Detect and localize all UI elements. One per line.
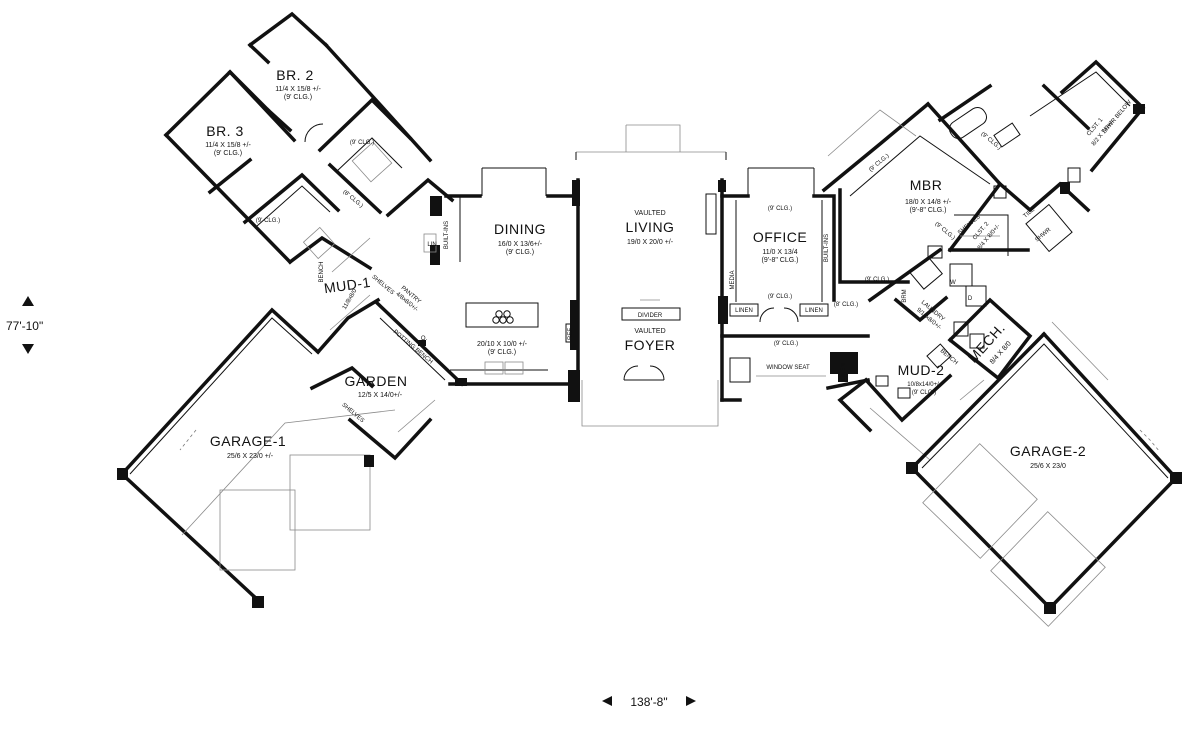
office-top-clg: (9' CLG.) (768, 206, 792, 212)
br3-size: 11/4 X 15/8 +/- (205, 142, 251, 149)
builtins-office: BUILT-INS (824, 234, 830, 262)
service-wing-walls (837, 245, 1033, 461)
garden-mud1-walls (309, 294, 465, 461)
kitchen-size: 20/10 X 10/0 +/- (477, 341, 528, 348)
lin-label: LIN (427, 242, 436, 248)
bench-mud1: BENCH (319, 261, 325, 282)
br3-name: BR. 3 (206, 123, 244, 139)
tile-label: TILE (1023, 207, 1037, 220)
office-size: 11/0 X 13/4 (762, 249, 797, 256)
brm-label: BRM (902, 289, 908, 302)
arrow-right-icon (686, 696, 696, 706)
w-label: W (950, 280, 956, 286)
br2-size: 11/4 X 15/8 +/- (275, 86, 321, 93)
clg-bath-br2: (9' CLG.) (350, 140, 374, 146)
mech-name: MECH. (964, 320, 1008, 366)
dimension-width: 138'-8" (602, 695, 696, 709)
shelves-pantry: SHELVES (370, 274, 395, 296)
linen-office-right: LINEN (805, 308, 823, 314)
dining-kitchen-walls (444, 167, 580, 402)
garden-size: 12/5 X 14/0+/- (358, 392, 403, 399)
garage1-name: GARAGE-1 (210, 433, 286, 449)
foyer-pre: VAULTED (634, 328, 665, 335)
d-label: D (968, 296, 973, 302)
br2-name: BR. 2 (276, 67, 314, 83)
builtins-dining: BUILT-INS (444, 221, 450, 249)
office-name: OFFICE (753, 229, 807, 245)
clg-8-office: (8' CLG.) (834, 302, 858, 308)
bedroom-wing-walls (163, 11, 455, 273)
living-size: 19/0 X 20/0 +/- (627, 239, 674, 246)
foyer-name: FOYER (625, 337, 676, 353)
dining-clg: (9' CLG.) (506, 249, 534, 256)
media-label: MEDIA (730, 270, 736, 289)
mud2-name: MUD-2 (898, 362, 945, 378)
mud2-clg: (9' CLG.) (912, 390, 936, 396)
garage-1-walls (117, 307, 396, 608)
linen-office-left: LINEN (735, 308, 753, 314)
dining-size: 16/0 X 13/6+/- (498, 241, 543, 248)
clg-closet-br3: (9' CLG.) (256, 218, 280, 224)
br2-clg: (9' CLG.) (284, 94, 312, 101)
mbr-size: 18/0 X 14/8 +/- (905, 199, 952, 206)
o-label: O. (421, 336, 428, 342)
width-dimension: 138'-8" (630, 695, 667, 709)
window-seat: WINDOW SEAT (766, 365, 810, 371)
arrow-down-icon (22, 344, 34, 354)
living-pre: VAULTED (634, 210, 665, 217)
master-suite-walls (821, 59, 1146, 284)
mud2-size: 10/8x14/0+/- (907, 382, 941, 388)
arrow-up-icon (22, 296, 34, 306)
mbr-right-clg: (9' CLG.) (933, 221, 955, 241)
mbr-clg: (9'-8" CLG.) (910, 207, 947, 214)
garage2-name: GARAGE-2 (1010, 443, 1086, 459)
shwr-label: SHWR (1034, 227, 1052, 244)
height-dimension: 77'-10" (6, 319, 43, 333)
mbr-bottom-clg: (9' CLG.) (865, 277, 889, 283)
hall-clg: (9' CLG.) (774, 341, 798, 347)
divider-label: DIVIDER (638, 313, 663, 319)
linen-mud2: LINEN (841, 363, 847, 381)
office-clg: (9'-8" CLG.) (762, 257, 799, 264)
dimension-height: 77'-10" (6, 296, 43, 354)
living-foyer-walls (575, 124, 727, 427)
br3-clg: (9' CLG.) (214, 150, 242, 157)
mud1-name: MUD-1 (323, 274, 372, 296)
garage2-size: 25/6 X 23/0 (1030, 463, 1066, 470)
shwr-below: SHWR BELOW (1102, 99, 1134, 135)
garden-name: GARDEN (345, 373, 408, 389)
garage-2-walls (906, 321, 1182, 627)
ref-label: REF (568, 328, 574, 340)
office-bottom-clg: (9' CLG.) (768, 294, 792, 300)
dining-name: DINING (494, 221, 546, 237)
garage1-size: 25/6 X 23/0 +/- (227, 453, 274, 460)
kitchen-clg: (9' CLG.) (488, 349, 516, 356)
office-walls (705, 167, 871, 402)
living-name: LIVING (626, 219, 675, 235)
arrow-left-icon (602, 696, 612, 706)
mbr-name: MBR (910, 177, 943, 193)
